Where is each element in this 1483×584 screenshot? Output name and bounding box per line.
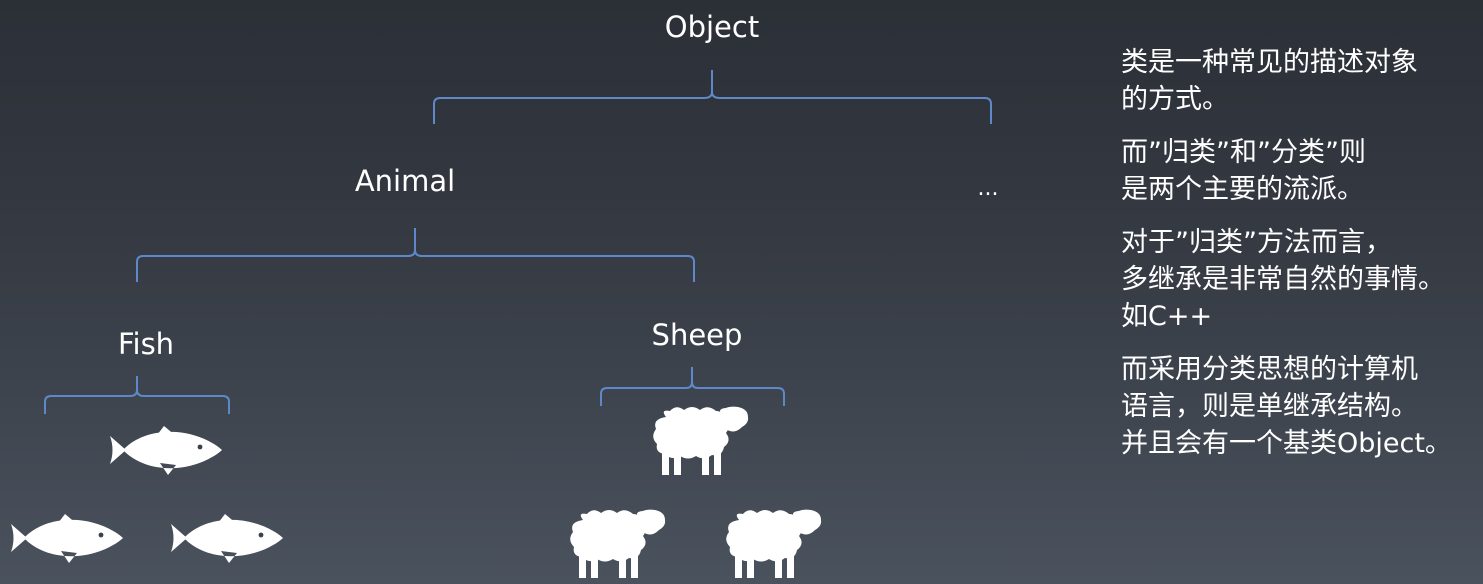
brace-sheep xyxy=(600,367,785,406)
node-fish-label: Fish xyxy=(118,327,174,361)
explanation-notes: 类是一种常见的描述对象 的方式。 而”归类”和”分类”则 是两个主要的流派。 对… xyxy=(1121,44,1481,478)
node-ellipsis-label: ... xyxy=(978,176,999,201)
brace-object xyxy=(433,70,992,124)
fish-icon xyxy=(110,426,222,475)
sheep-icon xyxy=(653,406,749,475)
sheep-icon xyxy=(570,509,666,578)
note-paragraph-3: 对于”归类”方法而言， 多继承是非常自然的事情。 如C++ xyxy=(1121,227,1445,332)
sheep-icon xyxy=(726,509,822,578)
brace-animal xyxy=(136,228,695,282)
note-paragraph-1: 类是一种常见的描述对象 的方式。 xyxy=(1121,47,1418,115)
fish-icon xyxy=(171,514,283,563)
node-sheep-label: Sheep xyxy=(652,318,743,352)
note-paragraph-4: 而采用分类思想的计算机 语言，则是单继承结构。 并且会有一个基类Object。 xyxy=(1121,354,1452,459)
fish-icon xyxy=(11,514,123,563)
brace-fish xyxy=(44,376,230,414)
note-paragraph-2: 而”归类”和”分类”则 是两个主要的流派。 xyxy=(1121,137,1366,205)
node-animal-label: Animal xyxy=(355,164,455,198)
node-object-label: Object xyxy=(665,10,759,44)
